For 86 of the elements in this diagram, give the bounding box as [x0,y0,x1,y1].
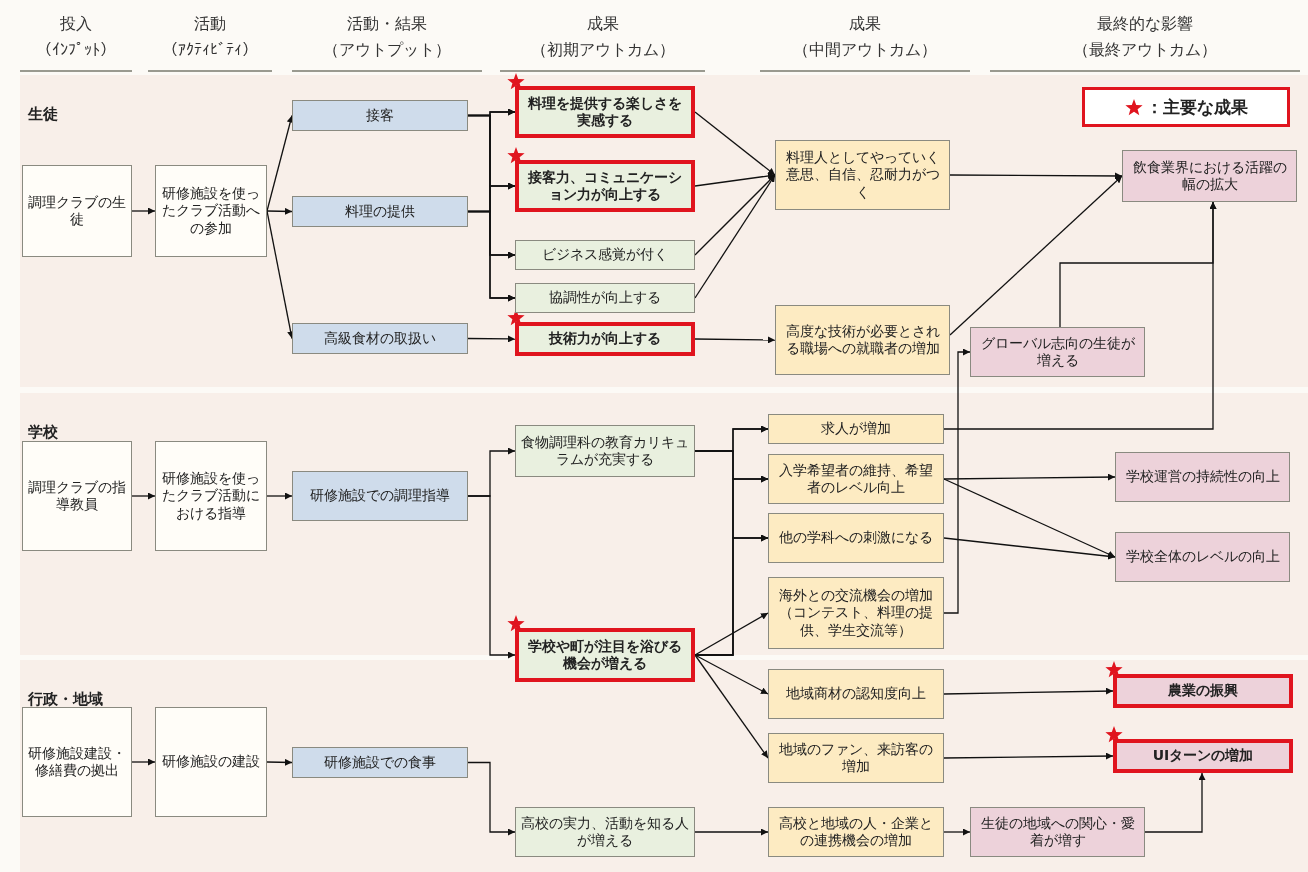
legend-text: ：主要な成果 [1146,95,1248,119]
arrow [131,758,156,766]
column-subheading: （ｱｸﾃｨﾋﾞﾃｨ） [161,40,259,59]
arrow [949,175,1123,336]
arrow [266,114,294,212]
output-box: 高級食材の取扱い [292,323,468,354]
arrow [266,207,293,215]
final-outcome-box: 学校全体のレベルの向上 [1115,532,1290,582]
arrow [943,752,1114,760]
intermediate-outcome-box: 地域のファン、来訪客の増加 [768,733,944,783]
arrow [943,828,971,836]
section-title: 生徒 [28,105,58,124]
arrow [694,654,769,759]
activity-box: 研修施設を使ったクラブ活動への参加 [155,165,267,257]
intermediate-outcome-box: 地域商材の認知度向上 [768,669,944,719]
output-box: 研修施設での調理指導 [292,471,468,521]
arrow [949,172,1123,180]
initial-outcome-box: ビジネス感覚が付く [515,240,695,270]
activity-box: 研修施設の建設 [155,707,267,817]
arrow [694,111,776,176]
column-subheading: （ｲﾝﾌﾟｯﾄ） [35,40,117,59]
final-outcome-box: 飲食業界における活躍の幅の拡大 [1122,150,1297,202]
section-title: 学校 [28,423,58,442]
output-box: 研修施設での食事 [292,747,468,778]
section-band [20,75,1308,387]
key-outcome-box: UIターンの増加 [1113,739,1293,773]
arrow [694,174,776,299]
intermediate-outcome-box: 求人が増加 [768,414,944,444]
arrow [943,348,971,614]
arrow [943,201,1217,430]
arrow [694,174,776,256]
arrow [266,758,293,766]
arrow [694,336,776,344]
column-subheading: （中間アウトカム） [792,40,938,61]
output-box: 料理の提供 [292,196,468,227]
arrow [943,687,1114,695]
intermediate-outcome-box: 入学希望者の維持、希望者のレベル向上 [768,454,944,504]
intermediate-outcome-box: 高校と地域の人・企業との連携機会の増加 [768,807,944,857]
arrow [694,534,769,656]
arrow [266,210,295,340]
arrow [694,654,769,695]
arrow [131,207,156,215]
arrow [694,828,769,836]
key-outcome-box: 料理を提供する楽しさを実感する [515,86,695,138]
column-heading: 成果 [848,14,882,35]
arrow [1144,772,1206,833]
arrow [467,335,516,343]
arrow [943,473,1116,481]
key-outcome-box: 農業の振興 [1113,674,1293,708]
column-subheading: （初期アウトカム） [529,40,676,61]
key-outcome-box: 技術力が向上する [515,322,695,356]
column-subheading: （アウトプット） [322,40,452,61]
activity-box: 研修施設を使ったクラブ活動における指導 [155,441,267,551]
intermediate-outcome-box: 他の学科への刺激になる [768,513,944,563]
final-outcome-box: グローバル志向の生徒が増える [970,327,1145,377]
column-heading: 投入 [59,14,93,35]
column-heading: 活動・結果 [346,14,428,35]
section-title: 行政・地域 [28,690,103,709]
key-outcome-box: 学校や町が注目を浴びる機会が増える [515,628,695,682]
column-heading: 活動 [193,14,227,35]
initial-outcome-box: 協調性が向上する [515,283,695,313]
column-heading: 成果 [585,14,620,35]
final-outcome-box: 学校運営の持続性の向上 [1115,452,1290,502]
final-outcome-box: 生徒の地域への関心・愛着が増す [970,807,1145,857]
arrow [694,172,776,187]
input-box: 調理クラブの指導教員 [22,441,132,551]
arrow [131,492,156,500]
input-box: 研修施設建設・修繕費の拠出 [22,707,132,817]
arrow [266,492,293,500]
arrow [943,478,1116,558]
output-box: 接客 [292,100,468,131]
input-box: 調理クラブの生徒 [22,165,132,257]
arrow [467,210,516,302]
column-subheading: （最終アウトカム） [1072,40,1218,61]
section-band [20,393,1308,655]
arrow [467,495,516,659]
intermediate-outcome-box: 料理人としてやっていく意思、自信、忍耐力がつく [775,140,950,210]
key-outcome-box: 接客力、コミュニケーション力が向上する [515,160,695,212]
arrow [694,612,769,656]
column-heading: 最終的な影響 [1096,14,1194,35]
arrow [943,537,1116,560]
initial-outcome-box: 食物調理科の教育カリキュラムが充実する [515,425,695,477]
intermediate-outcome-box: 海外との交流機会の増加（コンテスト、料理の提供、学生交流等） [768,577,944,649]
arrow [467,761,516,836]
initial-outcome-box: 高校の実力、活動を知る人が増える [515,807,695,857]
intermediate-outcome-box: 高度な技術が必要とされる職場への就職者の増加 [775,305,950,375]
